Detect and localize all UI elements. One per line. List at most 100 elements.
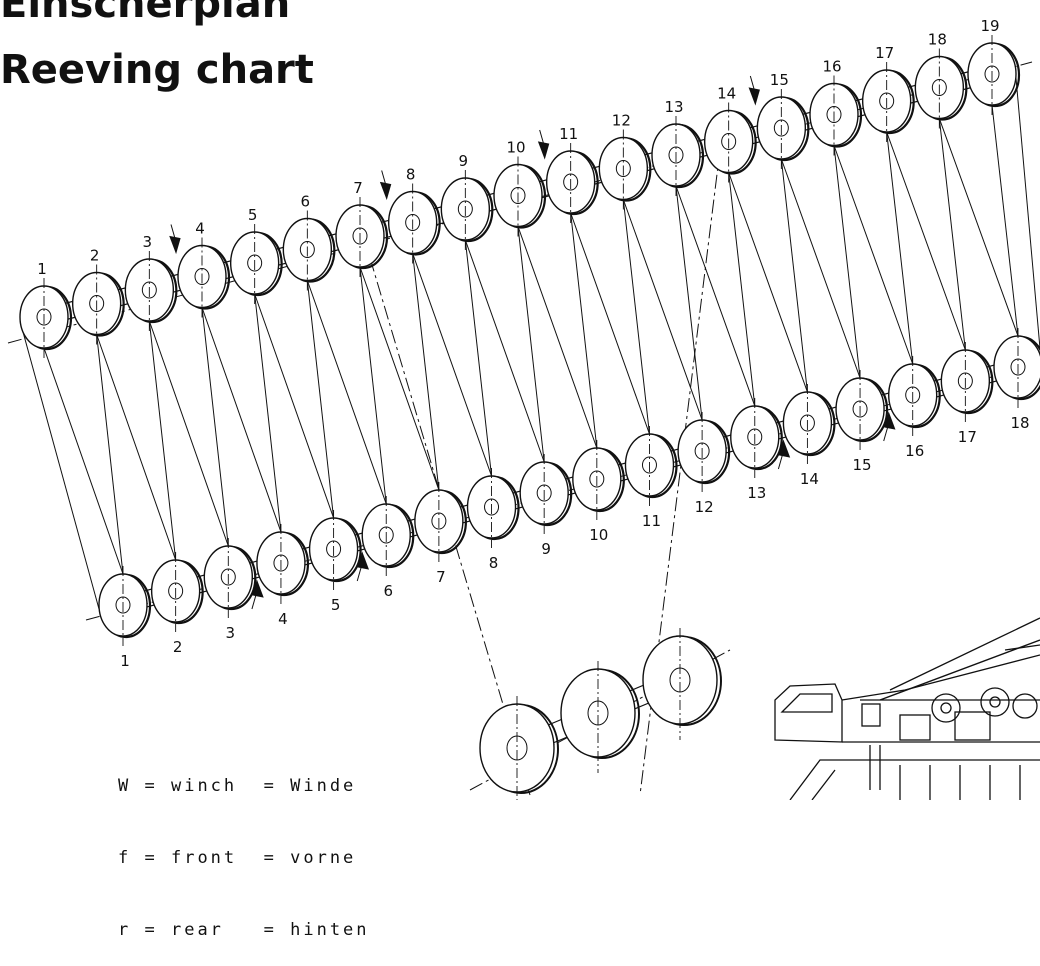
arrow-lower-4-tail xyxy=(251,594,257,610)
upper-sheave-label: 14 xyxy=(717,85,736,103)
arrow-upper-11-tail xyxy=(539,129,545,145)
lower-sheave-label: 14 xyxy=(800,470,819,488)
rope-segment xyxy=(19,320,100,610)
lower-sheave-label: 1 xyxy=(120,652,130,670)
lower-sheave-10 xyxy=(572,440,625,520)
lower-sheave-label: 7 xyxy=(436,568,446,586)
upper-sheave-label: 17 xyxy=(875,44,894,62)
rope-segment xyxy=(675,185,703,421)
upper-sheave-label: 10 xyxy=(506,139,525,157)
crane-outline-10 xyxy=(869,745,881,790)
lower-sheave-2 xyxy=(150,552,204,632)
rope-segment xyxy=(886,131,966,351)
upper-sheave-19 xyxy=(967,35,1021,115)
lower-sheave-18 xyxy=(993,328,1040,408)
crane-outline-1 xyxy=(780,693,833,713)
crane-winch-box xyxy=(861,703,881,727)
lower-sheave-9 xyxy=(519,454,573,534)
sheave-labels: 1234567891011121314151617181912345678910… xyxy=(37,17,1029,670)
arrow-upper-8-tail xyxy=(381,170,387,185)
upper-sheave-label: 3 xyxy=(143,233,153,251)
legend-row-rear: r = rear = hinten xyxy=(118,920,370,940)
rope-segment xyxy=(1015,77,1040,355)
crane-wheel-b xyxy=(980,687,1010,717)
crane-wheel-c xyxy=(1012,693,1038,719)
rope-segment xyxy=(570,212,650,435)
rope-segment xyxy=(833,145,914,365)
crane-wheel-a xyxy=(931,693,961,723)
upper-sheave-label: 12 xyxy=(612,112,631,130)
upper-sheave-8 xyxy=(387,183,441,264)
arrow-upper-4 xyxy=(169,235,181,255)
lower-sheave-label: 4 xyxy=(278,610,288,628)
rope-segment xyxy=(464,239,545,463)
rope-segment xyxy=(201,307,282,533)
legend-row-winch: W = winch = Winde xyxy=(118,776,357,796)
upper-sheave-13 xyxy=(651,116,705,196)
lower-sheave-1 xyxy=(98,566,152,646)
arrow-lower-14 xyxy=(778,439,791,458)
upper-sheave-1 xyxy=(19,278,73,358)
rope-segment xyxy=(886,131,914,365)
arrow-lower-4 xyxy=(252,579,264,598)
rope-segment xyxy=(675,185,756,407)
upper-sheave-15 xyxy=(756,89,810,169)
arrow-lower-6-tail xyxy=(356,566,362,582)
lower-sheave-label: 5 xyxy=(331,596,341,614)
sheaves xyxy=(19,35,1040,800)
upper-sheave-4 xyxy=(177,237,231,318)
upper-sheave-18 xyxy=(914,48,968,129)
arrow-upper-15 xyxy=(748,87,760,106)
upper-sheave-14 xyxy=(703,102,757,183)
upper-sheave-label: 19 xyxy=(980,17,999,35)
lower-sheave-label: 3 xyxy=(226,624,236,642)
upper-sheave-7 xyxy=(335,197,389,277)
arrow-upper-4-tail xyxy=(170,224,176,239)
upper-sheave-12 xyxy=(598,129,652,210)
rope-segment xyxy=(201,307,229,547)
rope-segment xyxy=(306,280,335,519)
lower-sheave-14 xyxy=(782,384,836,464)
rope-segment xyxy=(728,172,756,407)
lower-sheave-11 xyxy=(624,426,678,506)
upper-sheave-label: 6 xyxy=(301,193,311,211)
crane-drawing xyxy=(774,617,1040,800)
crane-outline-0 xyxy=(774,683,843,743)
lower-sheave-3 xyxy=(203,538,257,618)
upper-sheave-label: 4 xyxy=(195,220,205,238)
lower-sheave-5 xyxy=(308,510,362,590)
upper-sheave-label: 8 xyxy=(406,166,416,184)
arrow-lower-6 xyxy=(357,551,370,570)
lower-sheave-8 xyxy=(466,468,520,548)
upper-sheave-16 xyxy=(809,75,863,156)
upper-sheave-9 xyxy=(440,170,494,250)
rope-arrows xyxy=(169,75,896,610)
lower-sheave-label: 15 xyxy=(853,456,872,474)
rope-segment xyxy=(780,158,861,379)
crane-outline-11 xyxy=(1004,644,1040,651)
crane-wheel-a-hub xyxy=(940,702,952,714)
crane-frame-box xyxy=(899,714,931,741)
lower-sheave-16 xyxy=(888,356,941,436)
upper-sheave-label: 2 xyxy=(90,247,100,265)
lower-sheave-label: 9 xyxy=(541,540,551,558)
lower-sheave-label: 6 xyxy=(383,582,393,600)
rope-segment xyxy=(938,118,1019,337)
lower-sheave-13 xyxy=(730,398,783,478)
upper-sheave-label: 7 xyxy=(353,179,363,197)
rope-segment xyxy=(938,118,966,351)
rope-segment xyxy=(359,266,387,505)
upper-sheave-3 xyxy=(124,251,178,331)
lower-sheave-6 xyxy=(361,496,415,576)
rope-segment xyxy=(148,320,229,547)
upper-sheave-label: 1 xyxy=(37,260,47,278)
lower-sheave-label: 2 xyxy=(173,638,183,656)
rope-lines xyxy=(19,77,1040,610)
upper-sheave-10 xyxy=(493,156,547,237)
arrow-upper-11 xyxy=(537,141,550,160)
upper-sheave-label: 11 xyxy=(559,125,578,143)
rope-segment xyxy=(43,347,124,575)
upper-sheave-label: 16 xyxy=(822,58,841,76)
rope-segment xyxy=(780,158,808,393)
rope-segment xyxy=(833,145,861,379)
